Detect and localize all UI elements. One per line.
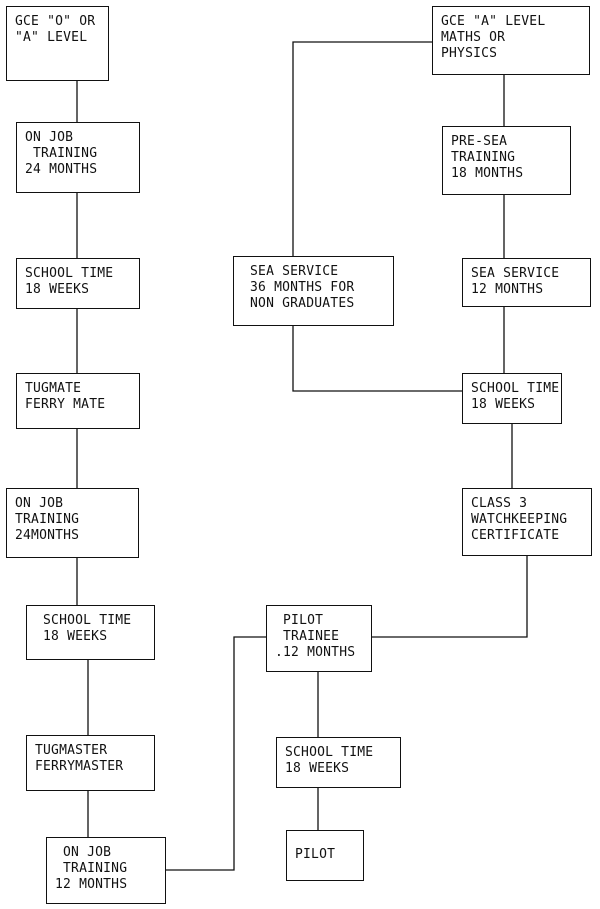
connector-gce-a-to-sea-service-36	[292, 41, 432, 256]
connector-sea-service-36-to-school	[292, 326, 462, 392]
box-pre-sea-training-18-months: PRE-SEA TRAINING 18 MONTHS	[442, 126, 571, 195]
box-gce-a-level-maths-or-physics: GCE "A" LEVEL MATHS OR PHYSICS	[432, 6, 590, 75]
connector-class-3-to-pilot-trainee	[372, 556, 528, 638]
box-on-job-training-12-months: ON JOB TRAINING 12 MONTHS	[46, 837, 166, 904]
connector-on-job-12-to-pilot-trainee	[166, 636, 266, 871]
box-sea-service-36-months: SEA SERVICE 36 MONTHS FOR NON GRADUATES	[233, 256, 394, 326]
box-pilot-trainee-12-months: PILOT TRAINEE .12 MONTHS	[266, 605, 372, 672]
box-gce-o-or-a-level: GCE "O" OR "A" LEVEL	[6, 6, 109, 81]
box-school-time-18-weeks-right: SCHOOL TIME 18 WEEKS	[462, 373, 562, 424]
box-class-3-watchkeeping-certificate: CLASS 3 WATCHKEEPING CERTIFICATE	[462, 488, 592, 556]
box-on-job-training-24months: ON JOB TRAINING 24MONTHS	[6, 488, 139, 558]
box-pilot: PILOT	[286, 830, 364, 881]
box-sea-service-12-months: SEA SERVICE 12 MONTHS	[462, 258, 591, 307]
box-tugmate-ferry-mate: TUGMATE FERRY MATE	[16, 373, 140, 429]
box-school-time-18-weeks-center: SCHOOL TIME 18 WEEKS	[276, 737, 401, 788]
box-tugmaster-ferrymaster: TUGMASTER FERRYMASTER	[26, 735, 155, 791]
box-on-job-training-24-months: ON JOB TRAINING 24 MONTHS	[16, 122, 140, 193]
box-school-time-18-weeks-1: SCHOOL TIME 18 WEEKS	[16, 258, 140, 309]
box-school-time-18-weeks-2: SCHOOL TIME 18 WEEKS	[26, 605, 155, 660]
